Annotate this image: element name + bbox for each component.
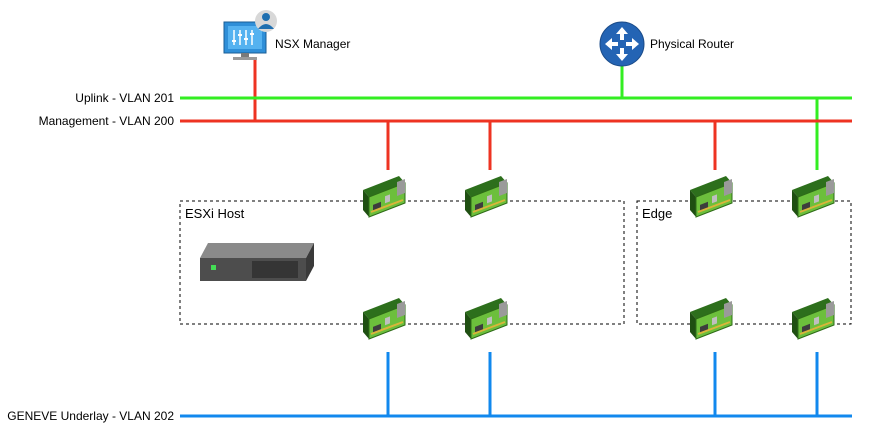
nic-card-icon — [689, 297, 733, 340]
connector-lines — [253, 60, 819, 416]
nsx-manager-icon — [223, 10, 277, 60]
nic-card-icon — [362, 297, 406, 340]
esxi-host-label: ESXi Host — [185, 206, 245, 221]
nic-card-icon — [464, 297, 508, 340]
geneve-vlan-label: GENEVE Underlay - VLAN 202 — [7, 409, 174, 423]
nic-card-icon — [464, 175, 508, 218]
management-vlan-label: Management - VLAN 200 — [39, 114, 175, 128]
router-icon — [599, 21, 645, 67]
uplink-vlan-label: Uplink - VLAN 201 — [75, 91, 174, 105]
server-icon — [200, 243, 314, 281]
nic-card-icon — [791, 175, 835, 218]
edge-box: Edge — [636, 200, 852, 325]
nic-card-icon — [791, 297, 835, 340]
edge-label: Edge — [642, 206, 672, 221]
nsx-manager-label: NSX Manager — [275, 37, 350, 51]
nic-card-icon — [362, 175, 406, 218]
nic-card-icon — [689, 175, 733, 218]
physical-router-label: Physical Router — [650, 37, 734, 51]
